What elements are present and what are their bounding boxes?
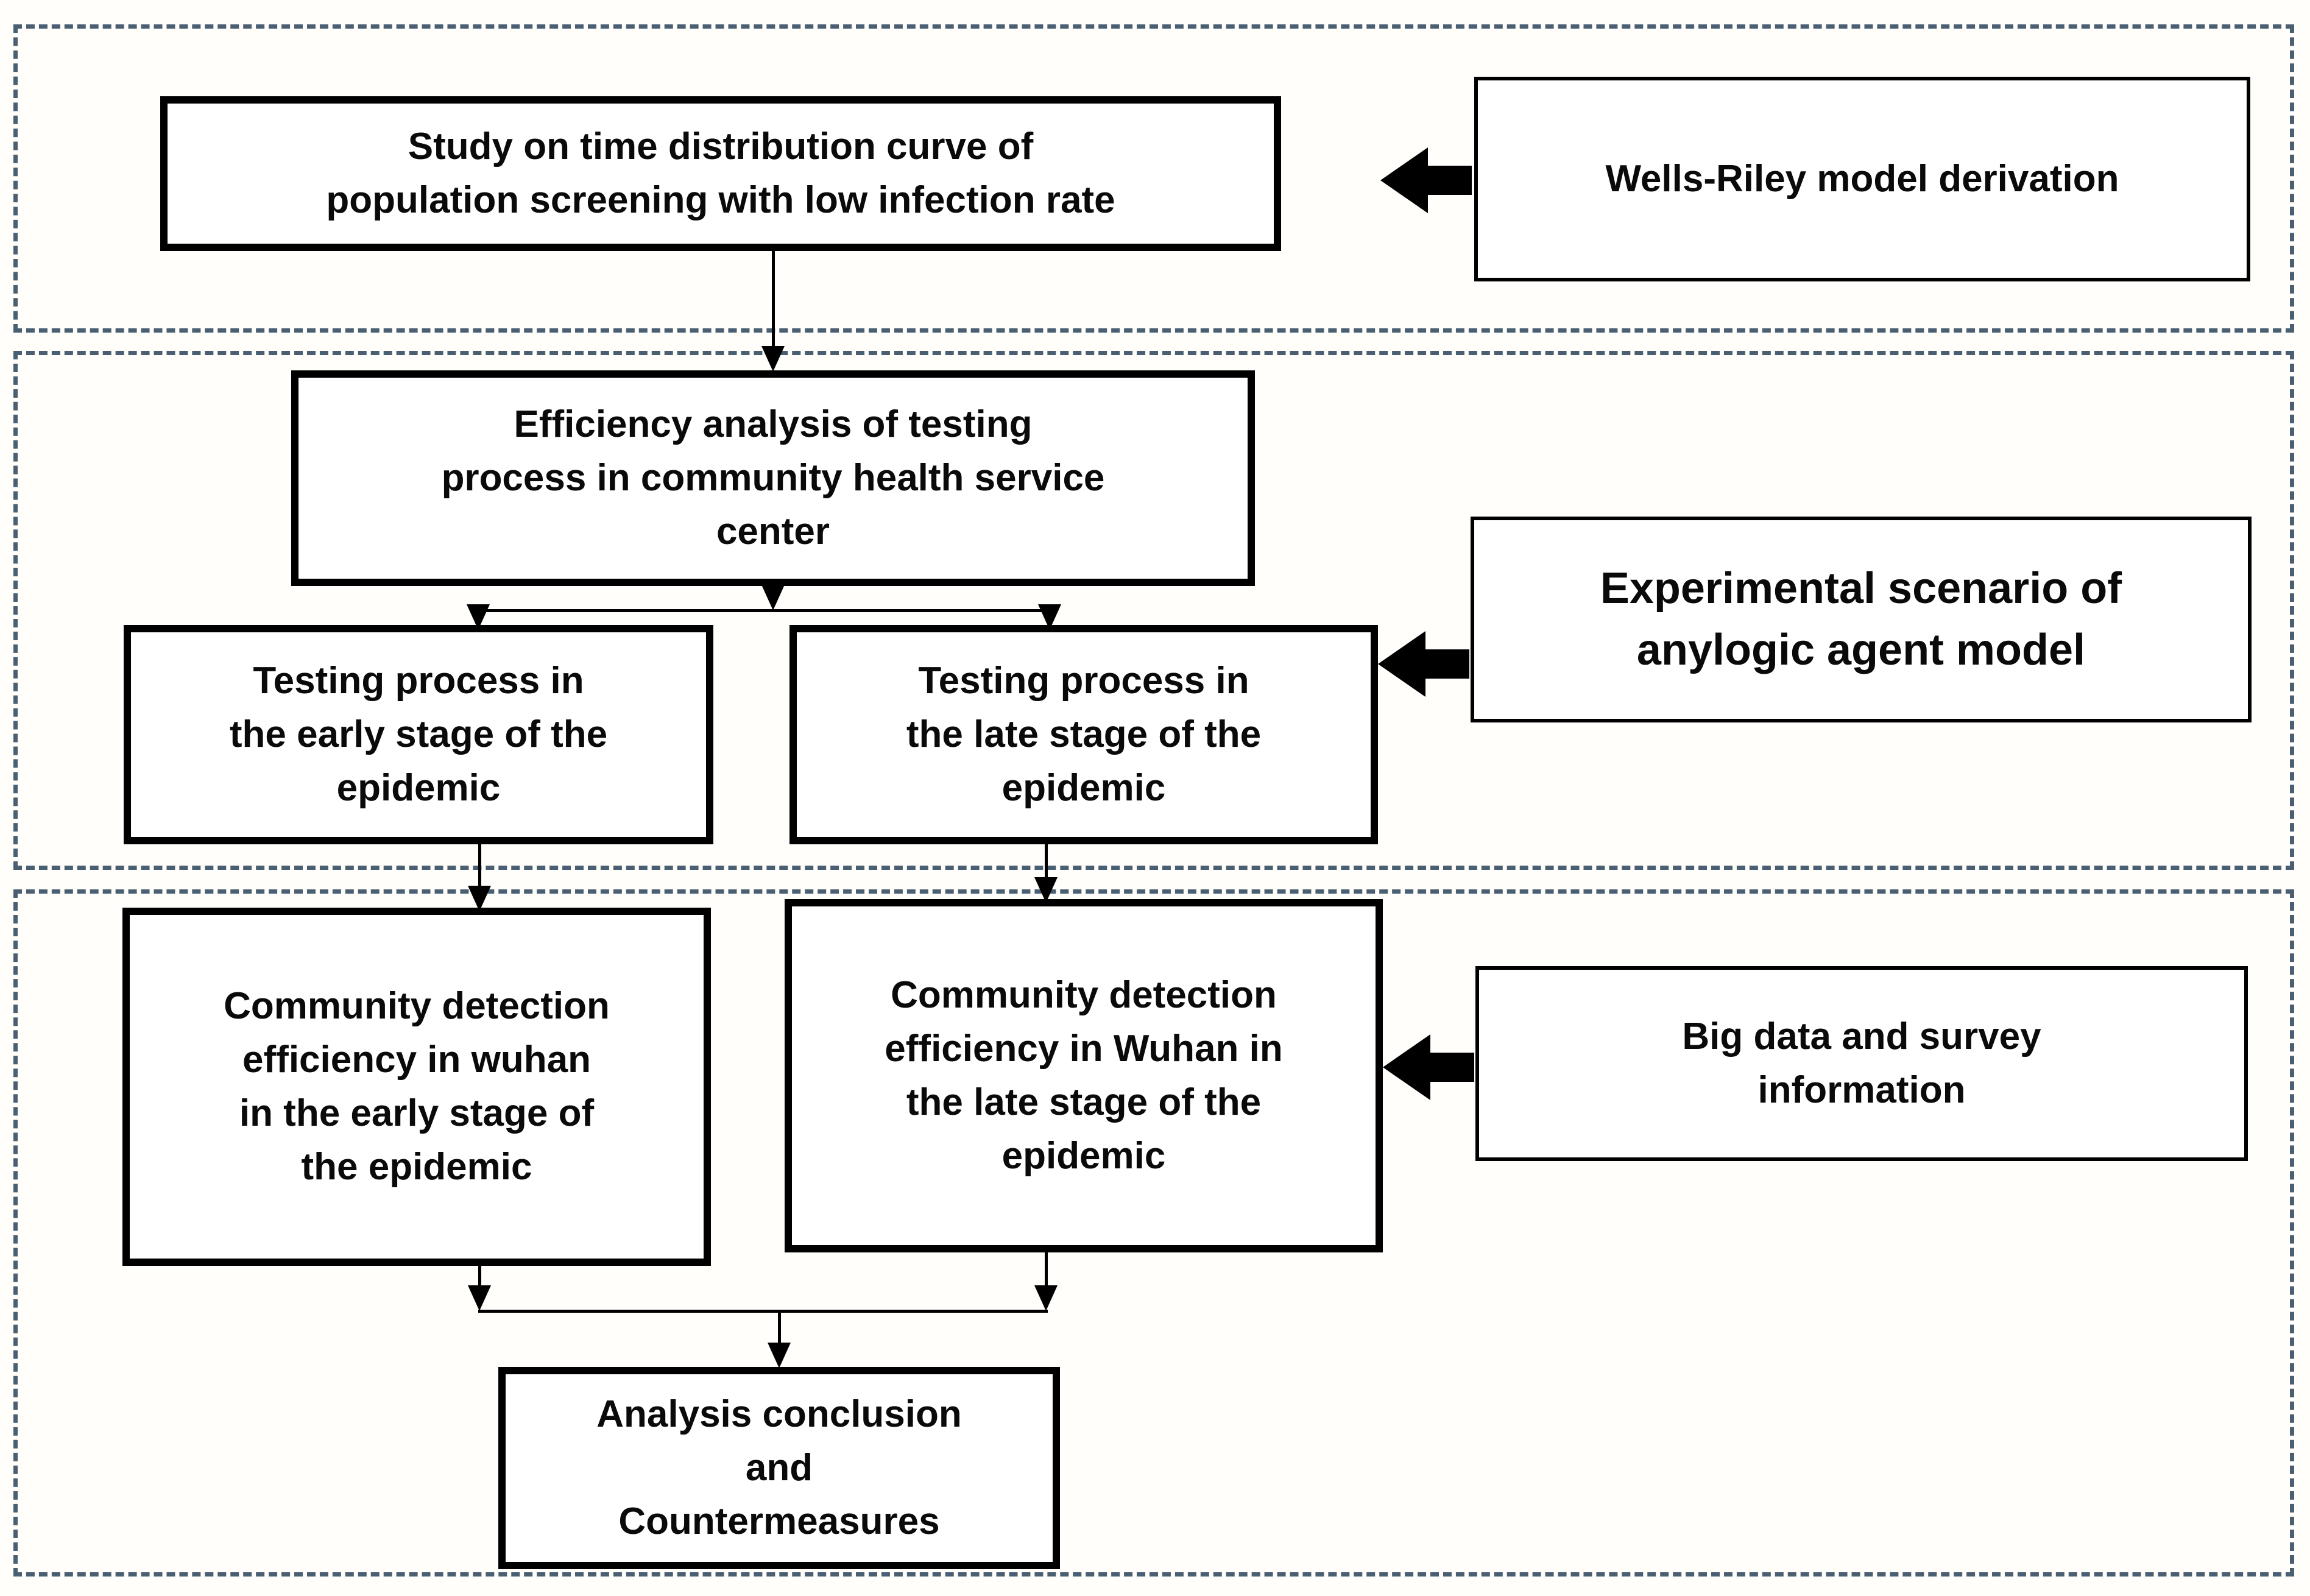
testing-late-box: Testing process in the late stage of the… xyxy=(789,625,1378,844)
testing-early-box: Testing process in the early stage of th… xyxy=(124,625,713,844)
left-arrow-icon-experimental xyxy=(1378,627,1469,701)
wells-riley-box-label: Wells-Riley model derivation xyxy=(1605,157,2119,200)
experimental-scenario-box-label: Experimental scenario of anylogic agent … xyxy=(1600,564,2122,674)
section-middle-dashed-frame xyxy=(13,351,2294,870)
branch-horizontal-line xyxy=(478,609,1051,612)
left-arrow-icon-big-data xyxy=(1383,1031,1474,1104)
section-top-dashed-frame xyxy=(13,24,2294,333)
testing-early-box-label: Testing process in the early stage of th… xyxy=(229,659,608,810)
testing-late-box-label: Testing process in the late stage of the… xyxy=(906,659,1262,810)
study-box: Study on time distribution curve of popu… xyxy=(160,96,1281,251)
study-box-label: Study on time distribution curve of popu… xyxy=(326,125,1115,221)
community-late-box: Community detection efficiency in Wuhan … xyxy=(785,899,1383,1252)
efficiency-box: Efficiency analysis of testing process i… xyxy=(291,370,1255,586)
down-arrowhead-icon xyxy=(468,886,491,911)
section-bottom-dashed-frame xyxy=(13,889,2294,1577)
connector-community-early-down-line xyxy=(478,1266,481,1289)
down-arrowhead-icon xyxy=(768,1343,791,1368)
connector-testing-late-to-community-line xyxy=(1045,844,1048,880)
connector-testing-early-to-community-line xyxy=(478,844,481,888)
down-arrowhead-icon xyxy=(1034,877,1058,903)
analysis-box-label: Analysis conclusion and Countermeasures xyxy=(596,1393,962,1543)
community-late-box-label: Community detection efficiency in Wuhan … xyxy=(885,973,1283,1178)
connector-community-late-down-line xyxy=(1045,1252,1048,1289)
community-early-box: Community detection efficiency in wuhan … xyxy=(122,908,711,1266)
experimental-scenario-box: Experimental scenario of anylogic agent … xyxy=(1471,517,2252,722)
analysis-box: Analysis conclusion and Countermeasures xyxy=(498,1367,1060,1569)
down-arrowhead-icon xyxy=(1034,1285,1058,1311)
down-arrowhead-icon xyxy=(761,346,785,372)
big-data-box-label: Big data and survey information xyxy=(1682,1015,2041,1111)
convergence-horizontal-line xyxy=(478,1310,1048,1313)
big-data-box: Big data and survey information xyxy=(1475,966,2248,1161)
wells-riley-box: Wells-Riley model derivation xyxy=(1474,77,2250,281)
connector-study-to-efficiency-line xyxy=(772,250,775,347)
community-early-box-label: Community detection efficiency in wuhan … xyxy=(224,984,610,1188)
down-arrowhead-icon xyxy=(761,585,785,610)
connector-to-analysis-line xyxy=(778,1311,781,1345)
efficiency-box-label: Efficiency analysis of testing process i… xyxy=(441,403,1105,553)
down-arrowhead-icon xyxy=(468,1285,491,1311)
left-arrow-icon-wells-riley xyxy=(1380,144,1472,217)
